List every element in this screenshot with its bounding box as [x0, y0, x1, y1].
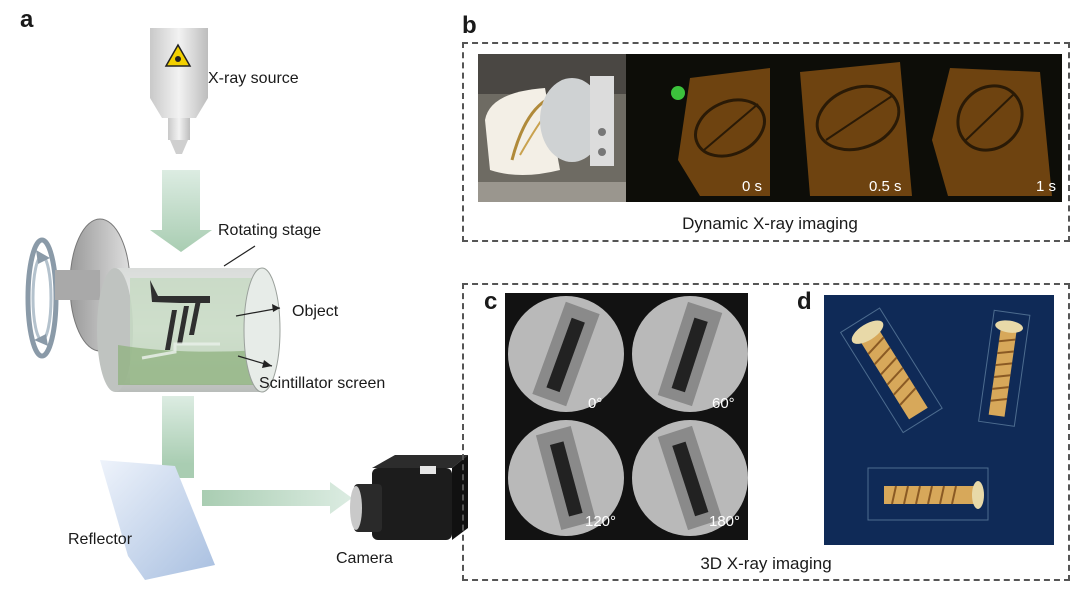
leaf-frame-1s [932, 68, 1052, 196]
radiation-warning-icon [164, 43, 192, 67]
reflector-shape [100, 460, 215, 580]
camera-icon [350, 455, 468, 540]
screw-3d-2 [978, 309, 1031, 427]
label-reflector: Reflector [68, 531, 133, 548]
panel-cd-frame [462, 283, 1070, 581]
angle-label-0: 0° [588, 395, 603, 412]
screw-3d-3 [867, 467, 989, 521]
projection-120deg [508, 420, 624, 536]
label-object: Object [292, 303, 339, 320]
projection-0deg [508, 296, 624, 412]
leaf-frame-0s [678, 68, 770, 196]
projection-60deg [632, 296, 748, 412]
panel-cd-caption: 3D X-ray imaging [700, 554, 832, 573]
screw-3d-1 [839, 307, 943, 434]
beam-top [150, 170, 212, 252]
panel-c-letter: c [484, 288, 498, 315]
object-shape [150, 280, 210, 350]
angle-label-60: 60° [712, 395, 735, 412]
label-scintillator-screen: Scintillator screen [259, 375, 386, 392]
green-marker [671, 86, 685, 100]
leaf-frame-0_5s [800, 62, 912, 196]
beam-mid [162, 396, 194, 464]
beam-horizontal [202, 482, 352, 514]
time-label-0s: 0 s [742, 178, 763, 195]
panel-a-letter: a [20, 6, 34, 33]
time-label-1s: 1 s [1036, 178, 1057, 195]
panel-b-caption: Dynamic X-ray imaging [682, 214, 858, 233]
label-xray-source: X-ray source [208, 70, 299, 87]
panel-b-frame [462, 42, 1070, 242]
time-label-0_5s: 0.5 s [869, 178, 902, 195]
panel-b-letter: b [462, 12, 477, 39]
angle-label-120: 120° [585, 513, 617, 530]
panel-d-letter: d [797, 288, 812, 315]
projection-180deg [632, 420, 748, 536]
label-camera: Camera [336, 550, 393, 567]
device-photo [478, 54, 626, 202]
angle-label-180: 180° [709, 513, 741, 530]
xray-source [150, 28, 208, 154]
label-rotating-stage: Rotating stage [218, 222, 322, 239]
